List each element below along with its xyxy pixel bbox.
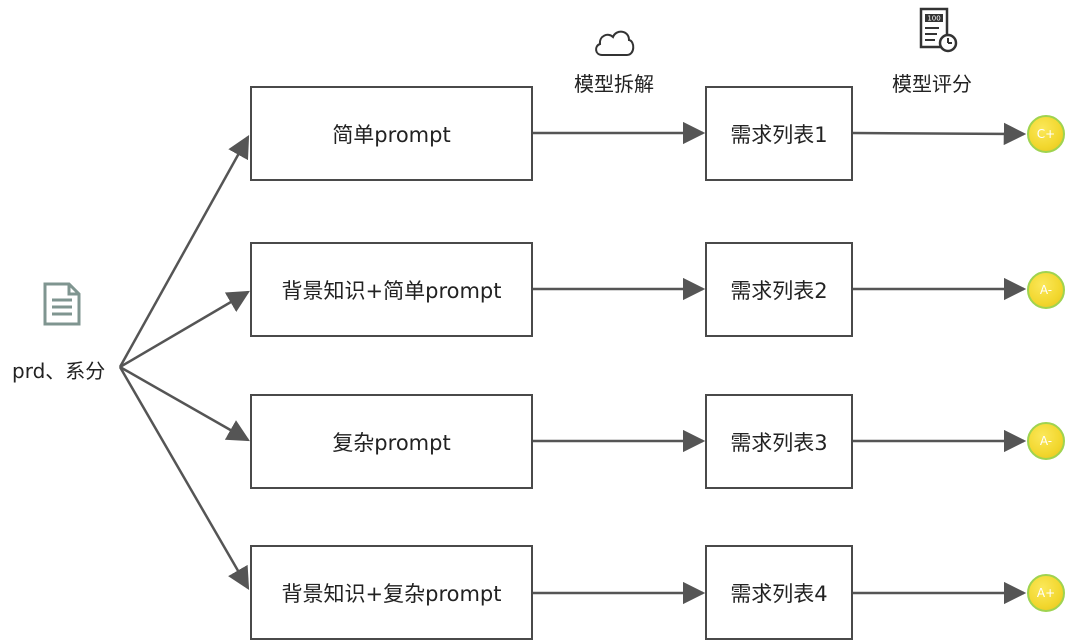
grade-badge-2: A- bbox=[1027, 271, 1065, 309]
arrow-source-to-prompt-2 bbox=[119, 290, 250, 369]
result-box-1: 需求列表1 bbox=[705, 86, 853, 181]
decompose-header-label: 模型拆解 bbox=[574, 72, 654, 96]
grade-badge-3: A- bbox=[1027, 422, 1065, 460]
score-header-label: 模型评分 bbox=[892, 72, 972, 96]
grade-badge-4: A+ bbox=[1027, 574, 1065, 612]
grade-badge-1: C+ bbox=[1027, 115, 1065, 153]
result-box-2: 需求列表2 bbox=[705, 242, 853, 337]
prompt-box-1: 简单prompt bbox=[250, 86, 533, 181]
arrow-source-to-prompt-1 bbox=[118, 135, 250, 368]
prompt-box-4: 背景知识+复杂prompt bbox=[250, 545, 533, 640]
score-sheet-icon: 100 bbox=[917, 7, 959, 57]
prompt-box-2: 背景知识+简单prompt bbox=[250, 242, 533, 337]
svg-text:100: 100 bbox=[927, 15, 940, 23]
document-icon bbox=[43, 282, 81, 330]
arrow-source-to-prompt-3 bbox=[119, 365, 250, 442]
result-box-3: 需求列表3 bbox=[705, 394, 853, 489]
cloud-icon bbox=[592, 26, 636, 62]
source-label: prd、系分 bbox=[12, 359, 106, 383]
result-box-4: 需求列表4 bbox=[705, 545, 853, 640]
prompt-box-3: 复杂prompt bbox=[250, 394, 533, 489]
arrow-source-to-prompt-4 bbox=[118, 366, 250, 590]
arrow-result-1-to-grade-1 bbox=[852, 122, 1027, 146]
